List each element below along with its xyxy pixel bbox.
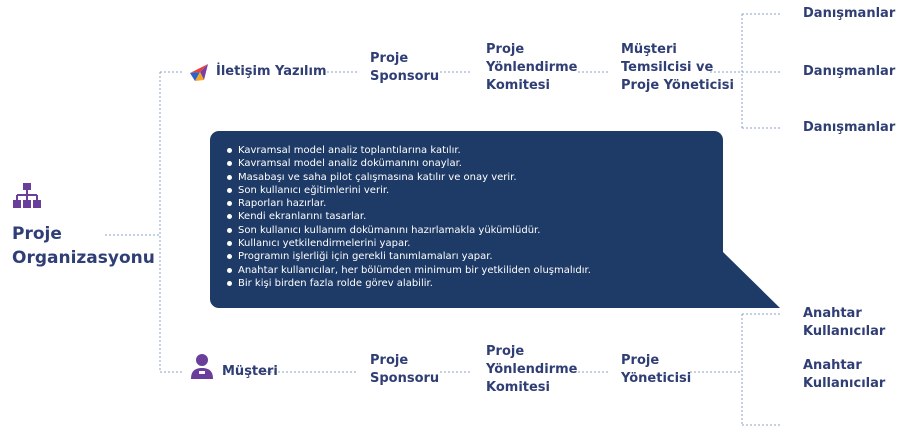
consultant-label-3: Danışmanlar bbox=[803, 120, 896, 135]
duty-item: Bir kişi birden fazla rolde görev alabil… bbox=[227, 277, 713, 290]
callout-pointer bbox=[705, 252, 780, 308]
bottom-committee-line2: Yönlendirme bbox=[486, 362, 578, 377]
top-sponsor-line2: Sponsoru bbox=[370, 69, 440, 84]
bottom-committee-line3: Komitesi bbox=[486, 380, 551, 395]
duty-item: Kullanıcı yetkilendirmelerini yapar. bbox=[227, 237, 713, 250]
top-committee-line3: Komitesi bbox=[486, 78, 551, 93]
duty-item: Anahtar kullanıcılar, her bölümden minim… bbox=[227, 264, 713, 277]
duty-item: Kendi ekranlarını tasarlar. bbox=[227, 210, 713, 223]
key-user-duties-callout: Kavramsal model analiz toplantılarına ka… bbox=[210, 131, 723, 308]
bottom-sponsor-node: Proje Sponsoru bbox=[370, 352, 439, 388]
bottom-sponsor-line1: Proje bbox=[370, 353, 409, 368]
person-icon bbox=[190, 353, 214, 380]
duty-item: Son kullanıcı kullanım dokümanını hazırl… bbox=[227, 224, 713, 237]
top-sponsor-line1: Proje bbox=[370, 51, 409, 66]
duty-item: Son kullanıcı eğitimlerini verir. bbox=[227, 184, 713, 197]
bottom-manager-node: Proje Yöneticisi bbox=[621, 352, 691, 388]
top-sponsor-node: Proje Sponsoru bbox=[370, 50, 439, 86]
duties-list: Kavramsal model analiz toplantılarına ka… bbox=[227, 144, 713, 290]
bottom-committee-line1: Proje bbox=[486, 344, 525, 359]
colorful-logo-icon bbox=[188, 61, 210, 83]
bottom-sponsor-line2: Sponsoru bbox=[370, 371, 440, 386]
root-label: Proje Organizasyonu bbox=[12, 222, 155, 270]
duty-item: Raporları hazırlar. bbox=[227, 197, 713, 210]
top-manager-node: Müşteri Temsilcisi ve Proje Yöneticisi bbox=[621, 41, 734, 95]
key-users-node-2: Anahtar Kullanıcılar bbox=[803, 357, 885, 393]
duty-item: Kavramsal model analiz dokümanını onayla… bbox=[227, 157, 713, 170]
duty-item: Masabaşı ve saha pilot çalışmasına katıl… bbox=[227, 171, 713, 184]
top-manager-line3: Proje Yöneticisi bbox=[621, 78, 734, 93]
key-users-2-line2: Kullanıcılar bbox=[803, 376, 886, 391]
key-users-1-line1: Anahtar bbox=[803, 306, 862, 321]
consultant-label-2: Danışmanlar bbox=[803, 64, 896, 79]
bottom-manager-line2: Yöneticisi bbox=[621, 371, 692, 386]
consultant-label-1: Danışmanlar bbox=[803, 6, 896, 21]
bottom-company-label: Müşteri bbox=[222, 364, 278, 379]
duty-item: Kavramsal model analiz toplantılarına ka… bbox=[227, 144, 713, 157]
org-chart-icon bbox=[12, 181, 42, 211]
top-committee-line2: Yönlendirme bbox=[486, 60, 578, 75]
key-users-node-1: Anahtar Kullanıcılar bbox=[803, 305, 885, 341]
top-committee-line1: Proje bbox=[486, 42, 525, 57]
top-manager-line1: Müşteri bbox=[621, 42, 677, 57]
duty-item: Programın işlerliği için gerekli tanımla… bbox=[227, 250, 713, 263]
key-users-2-line1: Anahtar bbox=[803, 358, 862, 373]
root-label-line2: Organizasyonu bbox=[12, 248, 155, 268]
bottom-committee-node: Proje Yönlendirme Komitesi bbox=[486, 343, 577, 397]
key-users-1-line2: Kullanıcılar bbox=[803, 324, 886, 339]
root-label-line1: Proje bbox=[12, 224, 62, 244]
bottom-manager-line1: Proje bbox=[621, 353, 660, 368]
top-company-label: İletişim Yazılım bbox=[216, 64, 327, 79]
top-manager-line2: Temsilcisi ve bbox=[621, 60, 714, 75]
top-committee-node: Proje Yönlendirme Komitesi bbox=[486, 41, 577, 95]
